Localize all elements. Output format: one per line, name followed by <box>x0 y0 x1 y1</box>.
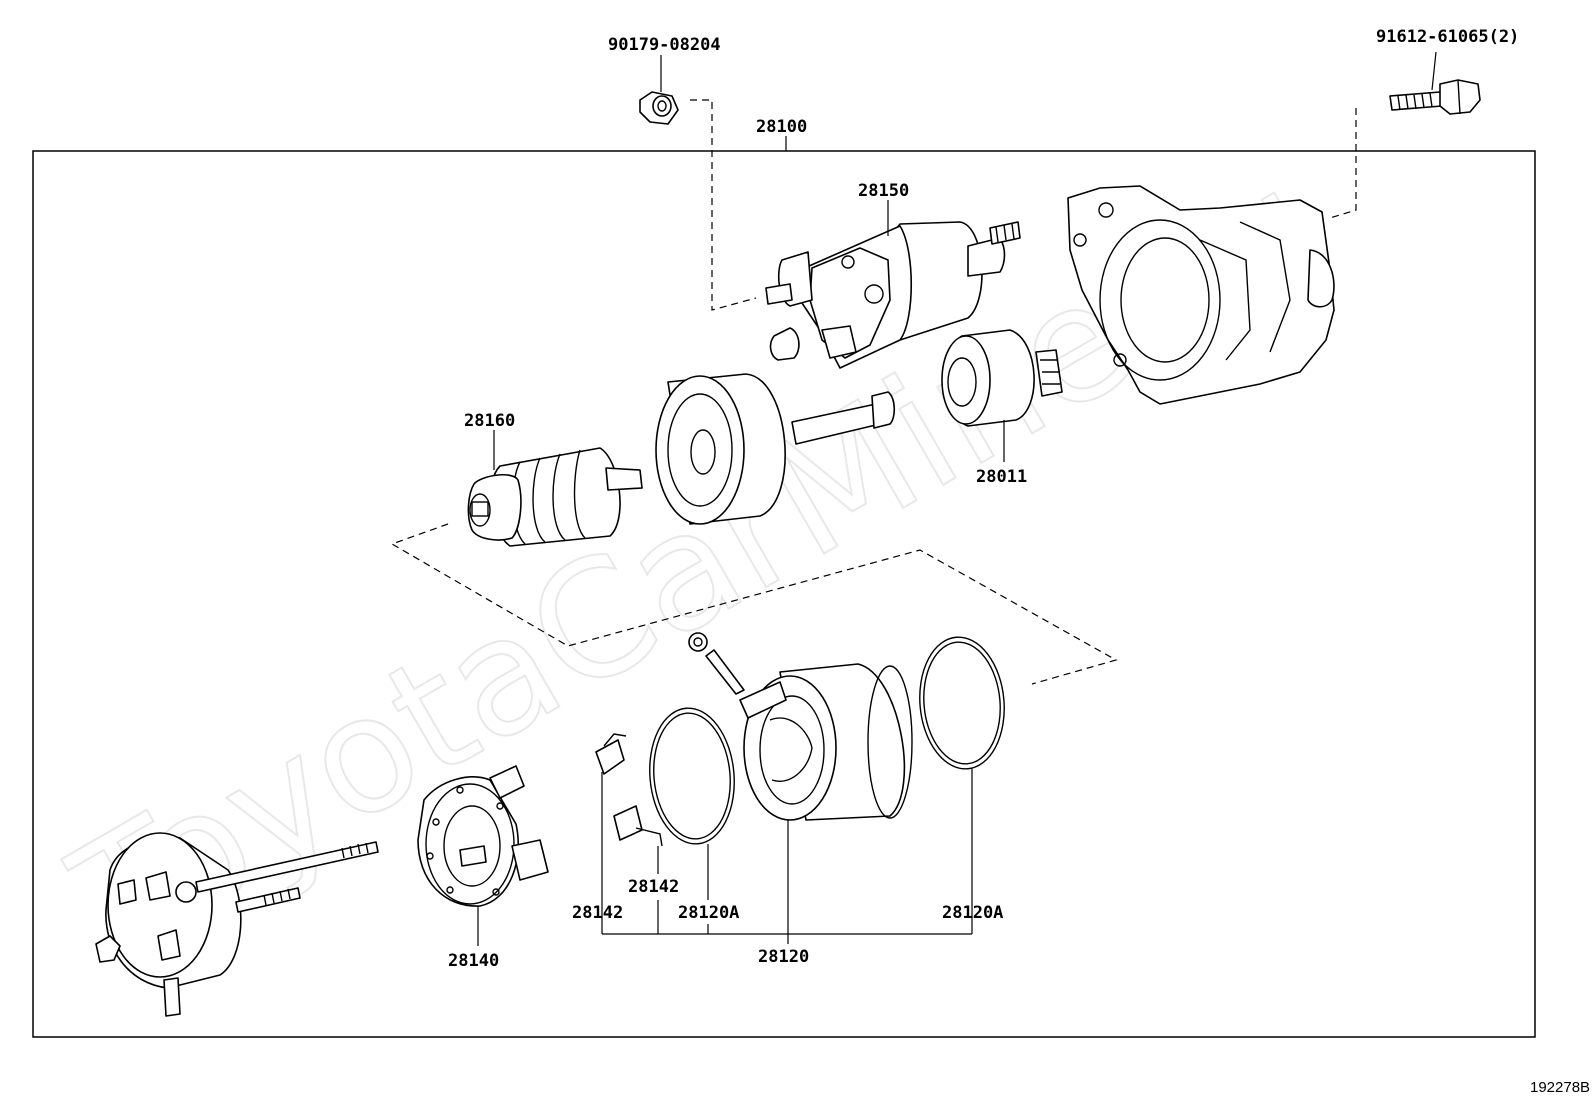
housing-part[interactable] <box>1067 185 1335 405</box>
label-clutch: 28011 <box>976 467 1027 487</box>
label-spring-left: 28142 <box>572 903 623 923</box>
oring-part-left[interactable] <box>644 705 740 848</box>
brush-holder-part[interactable] <box>417 765 549 907</box>
label-assembly: 28100 <box>756 117 807 137</box>
label-oring-right: 28120A <box>942 903 1003 923</box>
oring-part-right[interactable] <box>914 634 1009 773</box>
end-cover-part[interactable] <box>95 832 379 1017</box>
label-armature: 28160 <box>464 411 515 431</box>
figure-id: 192278B <box>1530 1079 1590 1096</box>
label-brush-holder: 28140 <box>448 951 499 971</box>
label-solenoid: 28150 <box>858 181 909 201</box>
bolt-part[interactable] <box>1389 79 1481 115</box>
label-yoke: 28120 <box>758 947 809 967</box>
label-oring-left: 28120A <box>678 903 739 923</box>
label-bolt: 91612-61065(2) <box>1376 27 1519 47</box>
solenoid-part[interactable] <box>765 221 1021 369</box>
gear-shaft-part[interactable] <box>655 373 896 525</box>
nut-part[interactable] <box>639 91 679 125</box>
clutch-part[interactable] <box>941 329 1063 427</box>
assembly-frame <box>32 150 1536 1038</box>
spring-part-right[interactable] <box>613 805 663 847</box>
armature-part[interactable] <box>467 447 643 547</box>
yoke-part[interactable] <box>688 632 913 821</box>
spring-part-left[interactable] <box>595 733 627 775</box>
label-spring-right: 28142 <box>628 877 679 897</box>
label-nut: 90179-08204 <box>608 35 721 55</box>
